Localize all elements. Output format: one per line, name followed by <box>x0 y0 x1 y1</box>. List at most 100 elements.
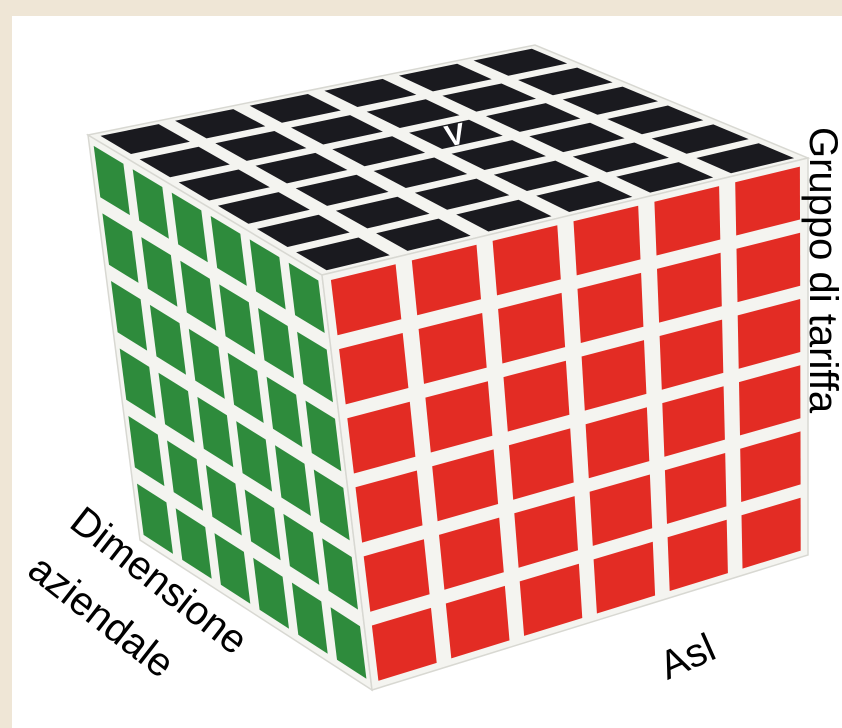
side-face-sticker <box>288 262 325 333</box>
front-face-sticker <box>339 333 409 405</box>
front-face-sticker <box>503 360 570 432</box>
front-face-sticker <box>492 225 561 296</box>
side-face-sticker <box>171 192 208 263</box>
side-face-sticker <box>313 469 350 541</box>
front-face-sticker <box>514 496 578 568</box>
top-face-sticker <box>518 67 613 96</box>
front-face-sticker <box>589 474 653 546</box>
front-face-sticker <box>418 313 487 384</box>
top-face-sticker <box>335 196 430 229</box>
top-face-sticker <box>473 48 568 76</box>
front-face-sticker <box>585 407 650 479</box>
top-face-sticker <box>100 124 190 154</box>
cube-side-face <box>87 133 373 692</box>
front-face-sticker <box>498 292 566 364</box>
side-face-sticker <box>141 237 178 307</box>
front-face-sticker <box>735 166 800 236</box>
side-face-sticker <box>249 239 286 310</box>
top-face-sticker <box>257 214 350 247</box>
side-face-sticker <box>197 396 234 468</box>
front-face-sticker <box>741 497 801 569</box>
front-face-sticker <box>664 453 727 524</box>
side-face-sticker <box>167 440 204 511</box>
top-face-sticker <box>409 119 503 149</box>
front-face-sticker <box>363 539 430 612</box>
front-face-sticker <box>439 517 504 590</box>
top-face-sticker <box>485 103 581 132</box>
front-face-sticker <box>371 607 437 681</box>
front-face-sticker <box>593 541 656 614</box>
side-face-sticker <box>93 145 130 216</box>
front-face-sticker <box>411 244 481 316</box>
top-face-sticker <box>414 178 510 210</box>
front-face-sticker <box>330 264 402 336</box>
top-face-sticker <box>291 115 383 145</box>
side-face-sticker <box>175 508 212 579</box>
side-face-sticker <box>258 308 295 379</box>
top-face-sticker <box>255 152 348 184</box>
top-face-sticker <box>178 169 270 201</box>
axis-label-gruppo-di-tariffa: Gruppo di tariffa <box>801 127 842 414</box>
side-face-sticker <box>214 533 251 604</box>
top-face-sticker <box>399 63 492 92</box>
front-face-sticker <box>662 386 725 457</box>
side-face-sticker <box>158 372 195 443</box>
side-face-sticker <box>188 328 225 399</box>
front-face-sticker <box>737 299 801 369</box>
front-face-sticker <box>740 431 801 502</box>
front-face-sticker <box>736 232 801 303</box>
top-face-sticker <box>529 122 625 153</box>
top-face-sticker <box>562 86 658 115</box>
top-face-sticker <box>607 105 704 135</box>
top-face-sticker <box>215 131 307 161</box>
side-face-sticker <box>205 465 242 536</box>
side-face-sticker <box>244 489 281 561</box>
side-face-sticker <box>132 169 169 239</box>
top-face-sticker <box>175 109 266 139</box>
front-face-sticker <box>573 205 641 276</box>
top-face-sticker <box>366 99 460 128</box>
top-face-sticker <box>296 237 390 271</box>
side-face-sticker <box>305 400 342 472</box>
front-face-sticker <box>667 519 728 591</box>
top-face-sticker <box>217 192 310 224</box>
side-face-sticker <box>102 213 139 283</box>
side-face-sticker <box>283 513 320 585</box>
top-face-sticker <box>295 174 389 206</box>
side-face-sticker <box>253 557 289 629</box>
side-face-sticker <box>330 607 367 679</box>
side-face-sticker <box>128 416 165 487</box>
side-face-sticker <box>149 304 186 375</box>
top-face-sticker <box>451 140 546 170</box>
top-face-sticker <box>376 218 471 251</box>
side-face-sticker <box>137 483 173 554</box>
side-face-sticker <box>266 376 303 448</box>
front-face-sticker <box>445 585 510 659</box>
top-face-sticker <box>442 83 536 112</box>
top-face-sticker <box>696 143 795 174</box>
front-face-sticker <box>739 365 801 436</box>
cube-front-face <box>321 157 809 691</box>
front-face-sticker <box>508 428 574 500</box>
front-face-sticker <box>657 252 722 323</box>
front-face-sticker <box>659 319 724 390</box>
top-face-sticker <box>456 199 552 232</box>
front-face-sticker <box>577 272 644 343</box>
top-face-sticker <box>249 94 341 123</box>
side-face-sticker <box>322 538 358 610</box>
front-face-sticker <box>355 470 423 543</box>
top-face-sticker <box>139 146 230 178</box>
side-face-sticker <box>219 284 256 355</box>
side-face-sticker <box>180 260 217 331</box>
front-face-sticker <box>425 381 493 453</box>
side-face-sticker <box>119 348 156 419</box>
top-face-sticker <box>493 160 590 191</box>
top-face-sticker <box>572 142 669 173</box>
front-face-sticker <box>432 449 499 522</box>
front-face-sticker <box>347 401 416 474</box>
side-face-sticker <box>275 445 311 516</box>
top-face-sticker <box>536 181 633 212</box>
front-face-sticker <box>519 563 583 636</box>
